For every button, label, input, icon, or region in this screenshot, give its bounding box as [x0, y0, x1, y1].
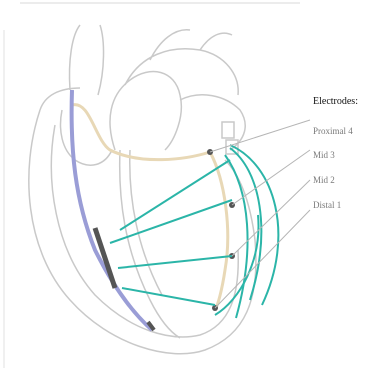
vector-3 [122, 288, 215, 305]
interventricular-septum [120, 150, 180, 338]
right-atrium-interior [61, 110, 112, 165]
coronary-sinus-lead [72, 105, 228, 310]
aortic-arch [125, 49, 238, 95]
superior-vena-cava [69, 25, 103, 95]
legend-item-proximal-4: Proximal 4 [313, 126, 353, 136]
right-atrium-top [40, 88, 80, 110]
left-atrium [180, 95, 245, 150]
legend-item-mid-2: Mid 2 [313, 175, 335, 185]
legend-item-mid-3: Mid 3 [313, 150, 335, 160]
leader-distal-1 [215, 210, 310, 308]
vector-1 [110, 200, 232, 243]
legend-header: Electrodes: [313, 96, 358, 107]
vector-arc-4 [215, 215, 258, 315]
pulmonary-vein-1 [222, 122, 234, 138]
leader-mid-3 [232, 150, 310, 205]
septum-inner [130, 150, 162, 295]
legend-item-distal-1: Distal 1 [313, 200, 341, 210]
aortic-branches [150, 30, 232, 60]
rv-pacing-lead [72, 90, 152, 330]
aortic-root [110, 72, 181, 150]
leader-proximal-4 [210, 120, 310, 152]
